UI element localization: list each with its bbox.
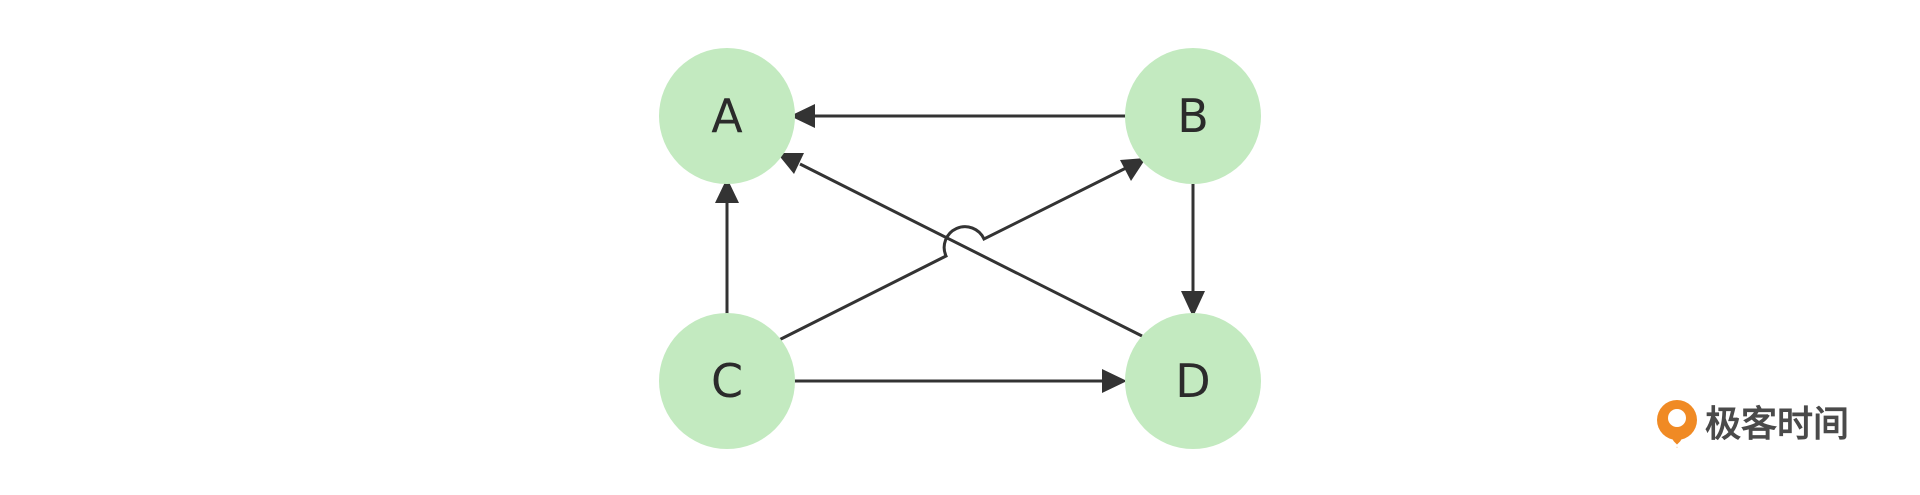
node-a-label: A — [711, 89, 743, 143]
watermark-text: 极客时间 — [1705, 404, 1849, 445]
edge-c-to-d — [794, 369, 1127, 393]
node-b-label: B — [1177, 89, 1209, 143]
edge-b-to-d — [1181, 184, 1205, 317]
edge-d-to-a — [777, 153, 1143, 338]
geektime-logo-icon — [1657, 400, 1697, 448]
edge-c-to-a — [715, 178, 739, 314]
edges — [715, 104, 1205, 393]
node-a: A — [659, 48, 795, 184]
node-d: D — [1125, 313, 1261, 449]
edge-c-to-b — [778, 158, 1146, 342]
node-d-label: D — [1175, 354, 1210, 408]
node-c: C — [659, 313, 795, 449]
node-b: B — [1125, 48, 1261, 184]
watermark: 极客时间 — [1657, 400, 1849, 448]
node-c-label: C — [711, 354, 743, 408]
edge-b-to-a — [790, 104, 1126, 128]
